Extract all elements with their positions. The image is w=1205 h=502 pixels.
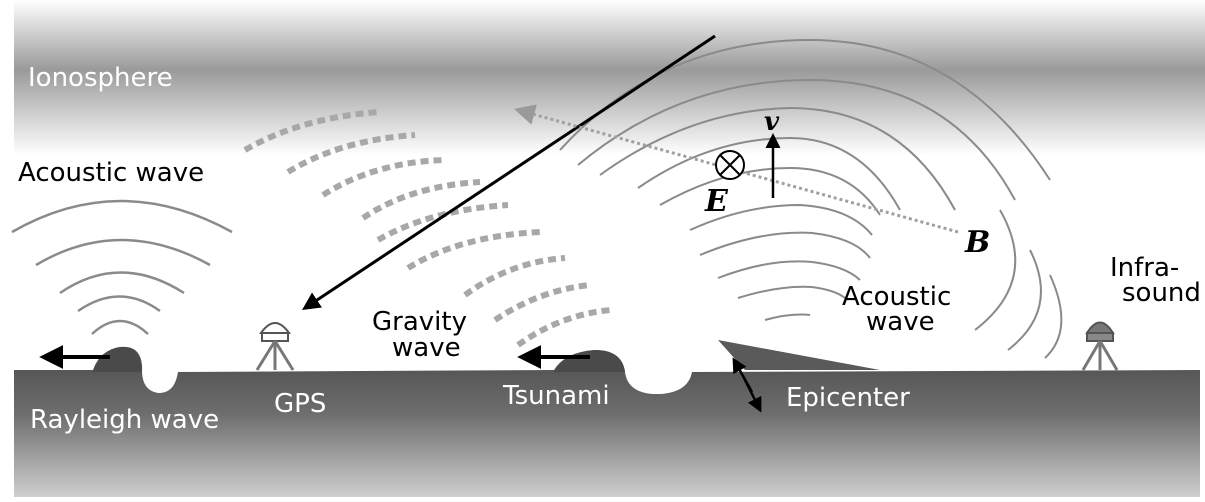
rayleigh-trough — [142, 370, 178, 393]
symbol-v: v — [764, 107, 780, 137]
acoustic-wave-left-arcs — [11, 199, 233, 335]
acoustic-wave-right-arcs — [559, 38, 1063, 359]
gps-ray-line — [302, 34, 716, 310]
acoustic-wave-right-label-1: Acoustic — [842, 282, 951, 312]
infrasound-label-1: Infra- — [1110, 253, 1179, 283]
tsunami-crest — [554, 350, 625, 372]
tsunami-label: Tsunami — [502, 381, 610, 411]
ionosphere-label: Ionosphere — [28, 63, 173, 93]
acoustic-wave-left-label: Acoustic wave — [18, 158, 204, 188]
ground — [14, 346, 1200, 497]
symbol-b: B — [964, 225, 990, 260]
gps-tripod-icon — [255, 322, 295, 371]
epicenter-label: Epicenter — [786, 383, 910, 413]
fault-wedge — [718, 340, 880, 370]
ionosphere-band — [14, 0, 1205, 155]
gravity-wave-label-1: Gravity — [372, 307, 467, 337]
tsunami-trough — [625, 370, 692, 395]
gps-label: GPS — [274, 389, 326, 419]
infrasound-label-2: sound — [1122, 278, 1201, 308]
rayleigh-wave-label: Rayleigh wave — [30, 405, 219, 435]
gravity-wave-label-2: wave — [392, 333, 461, 363]
circle-cross-icon — [715, 150, 745, 180]
symbol-e: E — [704, 184, 729, 219]
sensor-tripod-icon — [1081, 321, 1119, 371]
rayleigh-crest — [93, 346, 142, 372]
fault-arrow-down — [742, 377, 762, 413]
acoustic-wave-right-label-2: wave — [866, 307, 935, 337]
gravity-wave-arcs — [243, 109, 611, 348]
